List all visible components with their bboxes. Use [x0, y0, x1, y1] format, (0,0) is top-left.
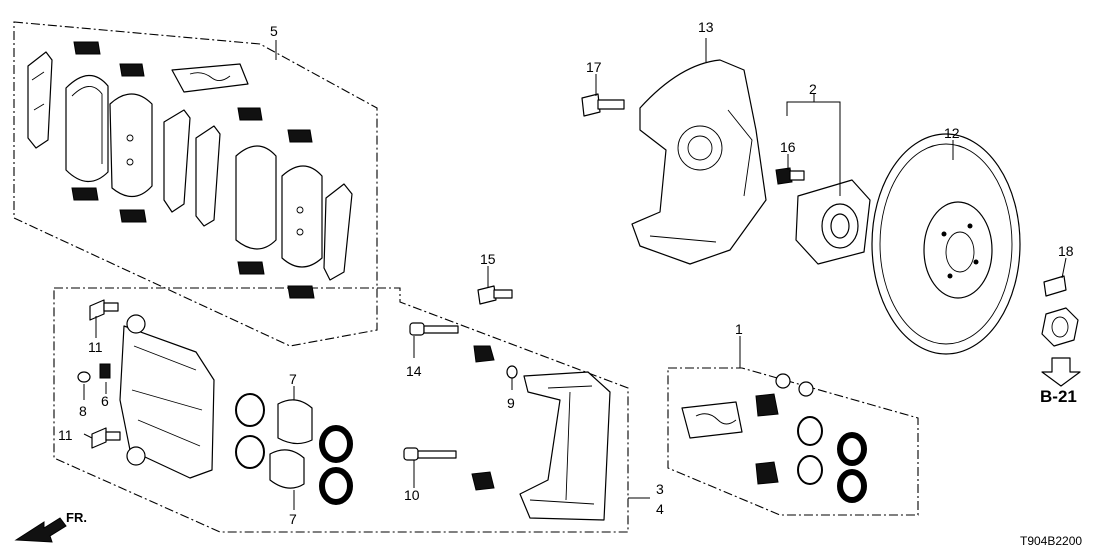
- caliper-group-box: [53, 287, 629, 533]
- front-direction-arrow-icon: [14, 517, 67, 543]
- caliper-bracket: [519, 371, 611, 521]
- screw-and-nut-18: [1041, 275, 1079, 347]
- seal-kit-group-box: [667, 367, 919, 516]
- hub-bearing: [775, 167, 871, 265]
- callout-6: 6: [101, 393, 109, 409]
- callout-8: 8: [79, 403, 87, 419]
- callout-7-bottom: 7: [289, 511, 297, 527]
- reference-arrow-icon: [1041, 357, 1081, 387]
- callout-3: 3: [656, 481, 664, 497]
- callout-9: 9: [507, 395, 515, 411]
- callout-7-top: 7: [289, 371, 297, 387]
- seal-kit-parts: [681, 373, 867, 503]
- callout-10: 10: [404, 487, 420, 503]
- bolt-17: [581, 93, 625, 117]
- callout-13: 13: [698, 19, 714, 35]
- caliper-body: [119, 314, 215, 479]
- callout-11-top: 11: [88, 339, 103, 355]
- callout-16: 16: [780, 139, 796, 155]
- callout-5: 5: [270, 23, 278, 39]
- callout-2: 2: [809, 81, 817, 97]
- guide-pins: [403, 285, 518, 491]
- diagram-code: T904B2200: [1020, 534, 1082, 548]
- leader-lines: [83, 38, 1067, 510]
- callout-1: 1: [735, 321, 743, 337]
- pad-kit-group-box: [13, 21, 378, 347]
- reference-label: B-21: [1040, 387, 1077, 406]
- callout-11-bottom: 11: [58, 427, 73, 443]
- brake-disc: [871, 133, 1021, 355]
- caliper-pistons: [235, 393, 353, 505]
- callout-12: 12: [944, 125, 960, 141]
- callout-17: 17: [586, 59, 602, 75]
- front-direction-label: FR.: [66, 510, 87, 525]
- callout-4: 4: [656, 501, 664, 517]
- callout-15: 15: [480, 251, 496, 267]
- splash-guard: [631, 59, 767, 265]
- pad-kit-parts: [27, 41, 353, 299]
- caliper-bolts: [77, 299, 121, 449]
- callout-18: 18: [1058, 243, 1074, 259]
- callout-14: 14: [406, 363, 422, 379]
